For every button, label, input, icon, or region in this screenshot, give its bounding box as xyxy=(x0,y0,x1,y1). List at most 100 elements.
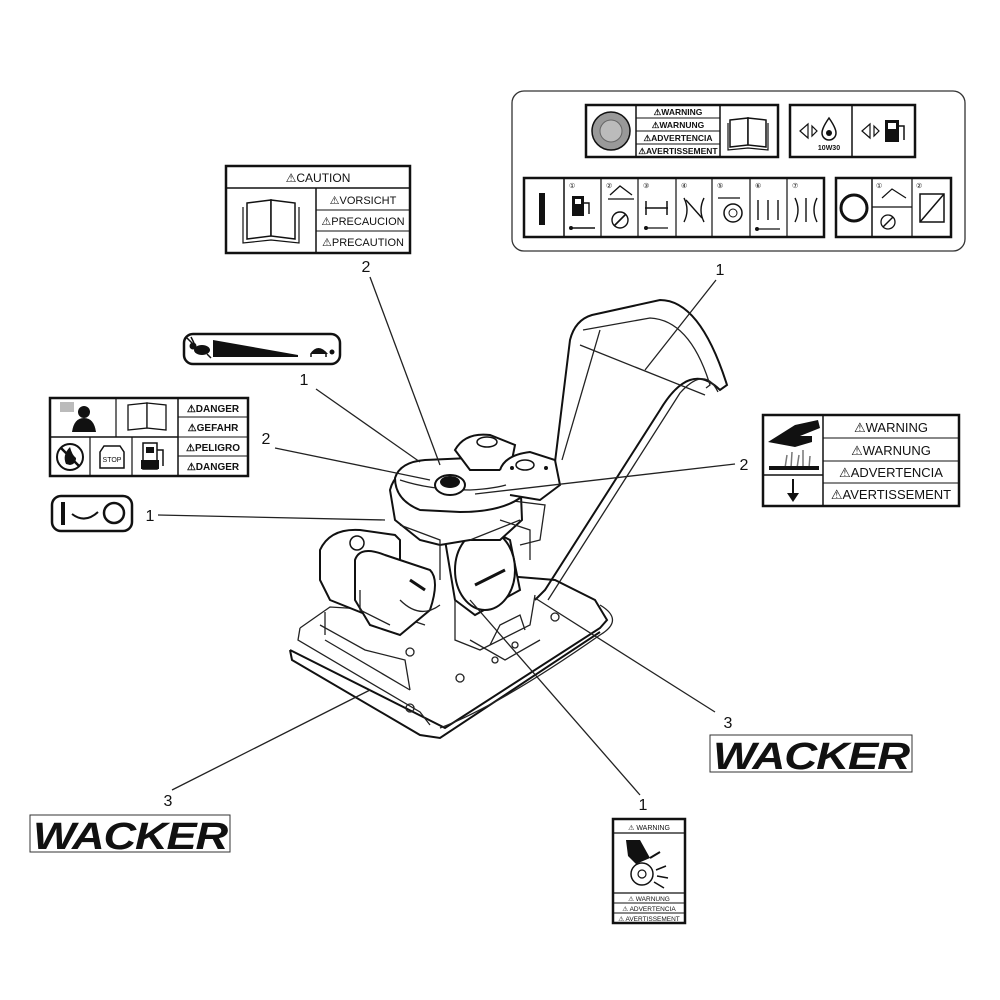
warning-manual-decal[interactable]: ⚠WARNING ⚠WARNUNG ⚠ADVERTENCIA ⚠AVERTISS… xyxy=(584,103,780,159)
leader-lines xyxy=(157,276,736,796)
rabbit-icon xyxy=(186,336,212,359)
leader-line-2-danger xyxy=(274,447,431,481)
recoil-start-icon xyxy=(718,197,743,223)
on-switch-icon xyxy=(539,193,545,225)
no-fire-icon xyxy=(56,443,84,471)
hot-warning-line-4: ⚠AVERTISSEMENT xyxy=(831,487,951,502)
step-number-4: ④ xyxy=(681,182,687,190)
caution-line-3: ⚠PRECAUTION xyxy=(322,237,404,249)
fuel-valve-icon xyxy=(569,196,595,230)
fuel-pump-icon xyxy=(861,120,905,142)
oil-grade-label: 10W30 xyxy=(818,145,840,152)
callout-1-bottom: 1 xyxy=(639,797,648,814)
leader-line-1-bottom xyxy=(469,599,641,796)
speed-wedge-icon xyxy=(213,340,298,357)
leader-line-3-right xyxy=(534,597,716,713)
warning-line-3: ⚠ADVERTENCIA xyxy=(643,133,712,143)
caution-line-2: ⚠PRECAUCION xyxy=(321,216,404,228)
step-number-1: ① xyxy=(569,182,575,190)
manual-book-icon xyxy=(127,402,167,431)
callout-1-choke: 1 xyxy=(146,508,155,525)
warning-line-1: ⚠WARNING xyxy=(654,107,703,117)
choke-decal[interactable] xyxy=(50,494,134,533)
belt-warning-title: ⚠ WARNING xyxy=(628,824,670,832)
leader-line-2-right xyxy=(474,463,736,495)
belt-guard xyxy=(443,523,541,664)
manual-book-icon xyxy=(242,199,300,244)
fuel-off-icon xyxy=(919,193,945,223)
callout-2-danger: 2 xyxy=(262,431,271,448)
belt-warning-line-2: ⚠ ADVERTENCIA xyxy=(622,905,676,913)
toggle-arc-icon xyxy=(71,511,99,520)
danger-decal[interactable]: ⚠DANGER ⚠GEFAHR ⚠PELIGRO ⚠DANGER STOP xyxy=(48,396,250,478)
callout-2-right: 2 xyxy=(740,457,749,474)
step-number-2: ② xyxy=(606,182,612,190)
toxic-fumes-person-icon xyxy=(60,402,96,432)
hand-entanglement-icon xyxy=(626,840,669,889)
wacker-logo-left-text: WACKER xyxy=(33,816,229,858)
warning-line-4: ⚠AVERTISSEMENT xyxy=(638,146,718,156)
wacker-logo-right-text: WACKER xyxy=(713,736,911,778)
step-number-7: ⑦ xyxy=(792,182,798,190)
stop-step-number-1: ① xyxy=(876,182,882,190)
wacker-logo-right: WACKER xyxy=(709,734,913,778)
hot-warning-line-1: ⚠WARNING xyxy=(854,420,928,435)
throttle-run-icon xyxy=(755,200,780,231)
starting-procedure-decal[interactable]: ① ② ③ ④ ⑤ ⑥ ⑦ xyxy=(522,176,826,239)
engine-stop-icon xyxy=(881,188,907,199)
leader-line-1-choke xyxy=(157,514,386,521)
choke-symbol-icon xyxy=(683,197,705,223)
leader-line-3-left xyxy=(171,689,371,791)
off-circle-icon xyxy=(102,501,126,525)
belt-warning-line-1: ⚠ WARNUNG xyxy=(628,895,670,903)
danger-line-3: ⚠PELIGRO xyxy=(186,443,240,454)
stop-step-number-2: ② xyxy=(916,182,922,190)
belt-warning-line-3: ⚠ AVERTISSEMENT xyxy=(618,915,680,923)
arrow-down-icon xyxy=(787,479,799,502)
danger-line-2: ⚠GEFAHR xyxy=(188,423,239,434)
leader-line-1-speed xyxy=(315,388,421,463)
danger-line-4: ⚠DANGER xyxy=(187,462,240,473)
engine-stop-icon: STOP xyxy=(99,445,125,469)
choke-lever-icon xyxy=(608,185,634,229)
callout-3-left: 3 xyxy=(164,793,173,810)
stop-text: STOP xyxy=(103,457,122,464)
manual-book-icon xyxy=(727,117,769,151)
callout-1-top: 1 xyxy=(716,262,725,279)
off-switch-icon xyxy=(839,193,869,223)
hot-surface-warning-decal[interactable]: ⚠WARNING ⚠WARNUNG ⚠ADVERTENCIA ⚠AVERTISS… xyxy=(761,413,961,508)
oil-drop-icon xyxy=(799,116,837,141)
leader-line-2-caution xyxy=(369,276,441,466)
on-bar-icon xyxy=(61,502,65,525)
fuel-off-valve-icon xyxy=(880,214,896,230)
hand-hot-surface-icon xyxy=(768,420,820,470)
step-number-3: ③ xyxy=(643,182,649,190)
oil-fuel-decal[interactable]: 10W30 xyxy=(788,103,917,159)
caution-line-1: ⚠VORSICHT xyxy=(330,195,397,207)
caution-decal[interactable]: ⚠CAUTION ⚠VORSICHT ⚠PRECAUCION ⚠PRECAUTI… xyxy=(224,164,412,255)
plate-compactor-machine xyxy=(289,298,729,740)
leader-line-1-top xyxy=(644,279,717,371)
warning-line-2: ⚠WARNUNG xyxy=(652,120,705,130)
stop-procedure-decal[interactable]: ① ② xyxy=(834,176,953,239)
step-number-5: ⑤ xyxy=(717,182,723,190)
throttle-icon xyxy=(644,201,668,230)
callout-3-right: 3 xyxy=(724,715,733,732)
wacker-logo-left: WACKER xyxy=(29,814,231,858)
belt-guard-warning-decal[interactable]: ⚠ WARNING ⚠ WARNUNG ⚠ ADVERTENCIA ⚠ AVER… xyxy=(611,817,687,925)
step-number-6: ⑥ xyxy=(755,182,761,190)
turtle-icon xyxy=(310,348,335,357)
callout-1-speed: 1 xyxy=(300,372,309,389)
muffler xyxy=(453,433,562,502)
callout-2-caution: 2 xyxy=(362,259,371,276)
choke-open-icon xyxy=(794,197,818,223)
hot-warning-line-2: ⚠WARNUNG xyxy=(851,443,931,458)
speed-control-decal[interactable] xyxy=(182,332,342,366)
danger-line-1: ⚠DANGER xyxy=(187,404,240,415)
machine-handle xyxy=(534,298,729,601)
hot-warning-line-3: ⚠ADVERTENCIA xyxy=(839,465,943,480)
caution-title: ⚠CAUTION xyxy=(286,171,351,185)
fuel-pump-icon xyxy=(141,442,164,470)
fuel-tank xyxy=(319,528,441,637)
